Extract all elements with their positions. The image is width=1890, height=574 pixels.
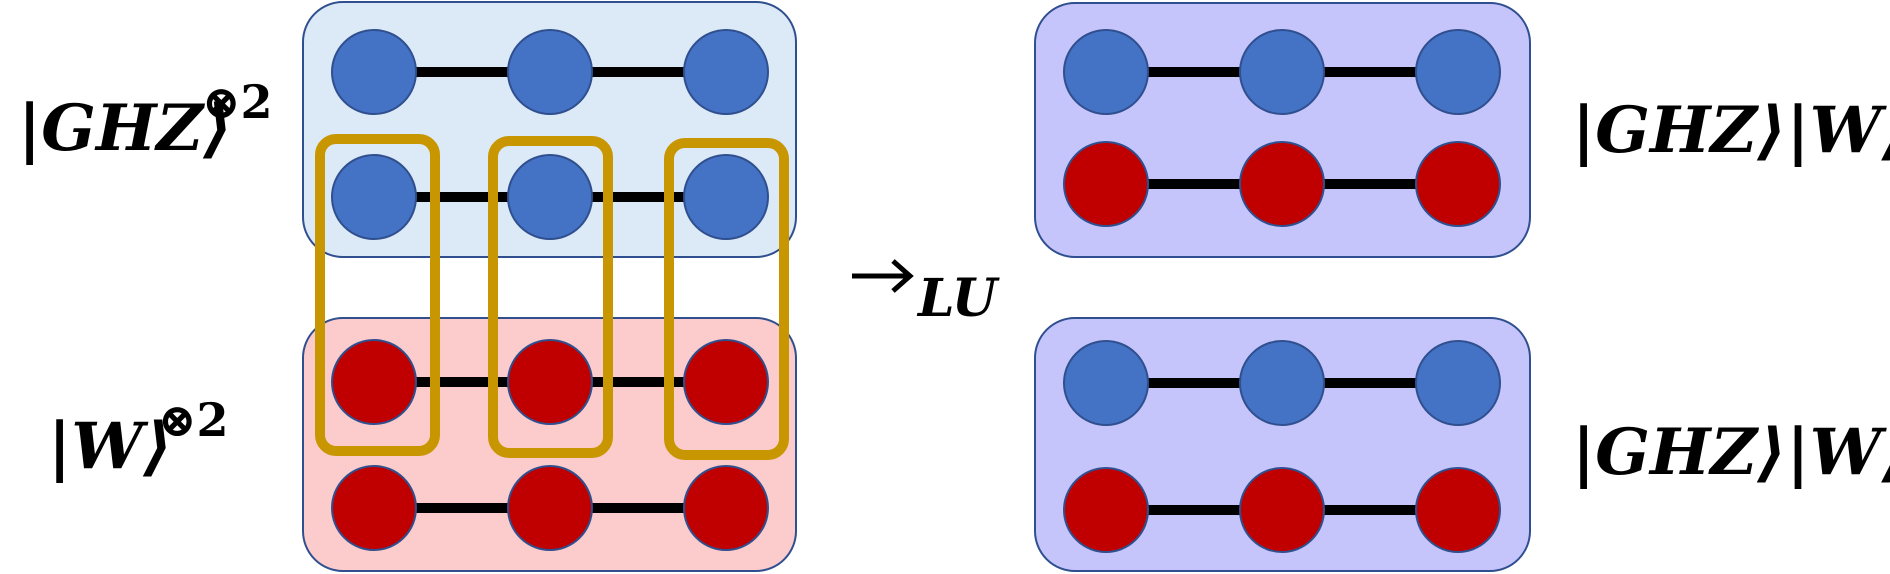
w-squared-power: ⊗2 [158, 393, 229, 447]
local-unitary-groupings [315, 134, 789, 460]
blue-qubit-node [507, 154, 593, 240]
red-qubit-node [683, 465, 769, 551]
w-row-2 [331, 465, 769, 551]
red-qubit-node [331, 339, 417, 425]
output-box-top [1034, 2, 1531, 258]
output-states [1034, 2, 1531, 572]
red-qubit-node [683, 339, 769, 425]
result-label-bottom: |GHZ⟩|W⟩ [1572, 415, 1890, 490]
party-c-grouping [664, 138, 789, 460]
blue-qubit-node [331, 29, 417, 115]
ghz-squared-text: |GHZ⟩ [18, 91, 232, 166]
party-b-grouping [488, 136, 613, 458]
ghz-row-2 [331, 154, 769, 240]
w-squared-text: |W⟩ [48, 409, 172, 484]
output-top-w-row [1063, 141, 1501, 227]
blue-qubit-node [683, 29, 769, 115]
right-arrow-head [891, 259, 914, 293]
blue-qubit-node [1239, 340, 1325, 426]
party-a-grouping [315, 134, 440, 456]
output-bottom-w-row [1063, 467, 1501, 553]
ghz-squared-label: |GHZ⟩ ⊗2 [18, 75, 273, 166]
blue-qubit-node [1063, 340, 1149, 426]
ghz-row-1 [331, 29, 769, 115]
blue-qubit-node [683, 154, 769, 240]
ghz-squared-power: ⊗2 [202, 75, 273, 129]
blue-qubit-node [1239, 29, 1325, 115]
lu-arrow: LU [852, 259, 1000, 329]
result-label-top: |GHZ⟩|W⟩ [1572, 93, 1890, 168]
output-bottom-ghz-row [1063, 340, 1501, 426]
red-qubit-node [1415, 467, 1501, 553]
w-squared-label: |W⟩ ⊗2 [48, 393, 229, 484]
red-qubit-node [331, 465, 417, 551]
output-top-ghz-row [1063, 29, 1501, 115]
arrow-subscript: LU [916, 268, 1000, 329]
blue-qubit-node [507, 29, 593, 115]
red-qubit-node [1063, 467, 1149, 553]
blue-qubit-node [1415, 29, 1501, 115]
w-row-1 [331, 339, 769, 425]
blue-qubit-node [1063, 29, 1149, 115]
red-qubit-node [1239, 141, 1325, 227]
red-qubit-node [507, 465, 593, 551]
red-qubit-node [1063, 141, 1149, 227]
blue-qubit-node [1415, 340, 1501, 426]
blue-qubit-node [331, 154, 417, 240]
input-states [302, 1, 797, 572]
red-qubit-node [507, 339, 593, 425]
red-qubit-node [1239, 467, 1325, 553]
red-qubit-node [1415, 141, 1501, 227]
